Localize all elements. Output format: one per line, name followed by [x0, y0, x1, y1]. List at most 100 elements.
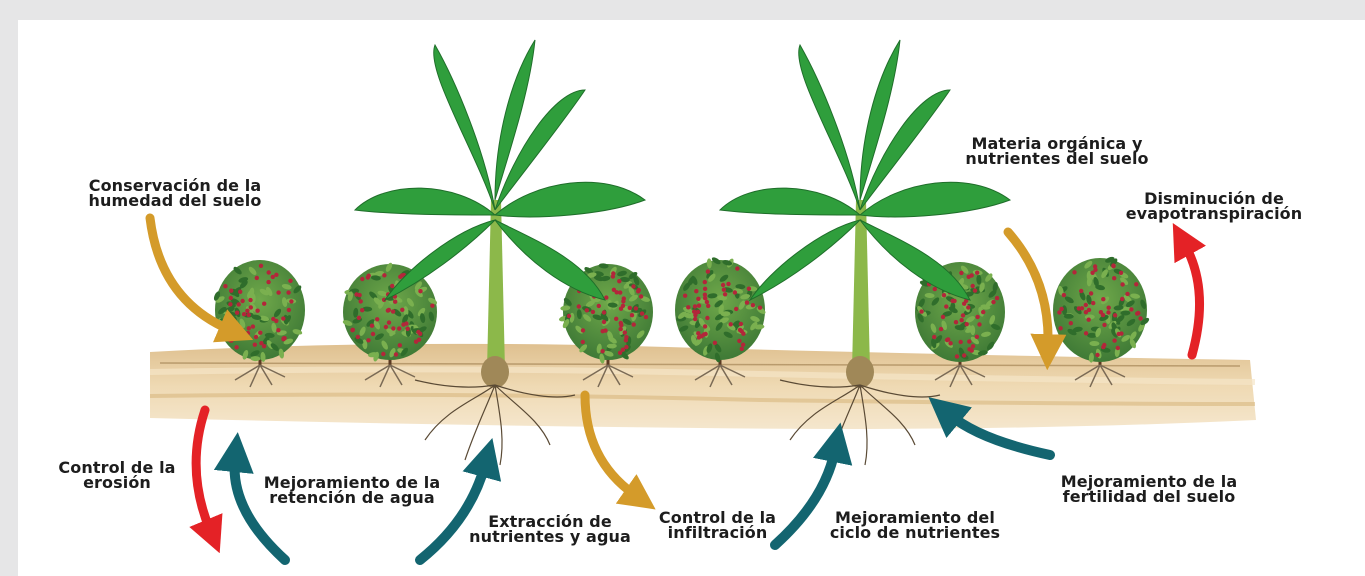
label-retencion: Mejoramiento de la retención de agua: [250, 475, 454, 506]
coffee-berry: [991, 299, 996, 305]
coffee-berry: [234, 345, 239, 350]
coffee-berry: [966, 305, 971, 310]
bush-leaf: [977, 350, 988, 356]
coffee-berry: [261, 344, 267, 349]
coffee-berry: [236, 302, 241, 307]
label-ciclo: Mejoramiento del ciclo de nutrientes: [796, 510, 1034, 542]
bush-leaf: [1058, 285, 1064, 296]
coffee-berry: [636, 289, 641, 294]
coffee-berry: [383, 324, 389, 330]
coffee-berry: [703, 296, 708, 301]
coffee-berry: [1125, 291, 1130, 297]
coffee-berry: [981, 309, 986, 315]
coffee-berry: [248, 297, 253, 303]
coffee-bush: [675, 257, 766, 388]
label-erosion-line2: erosión: [83, 473, 151, 492]
coffee-berry: [258, 263, 264, 268]
coffee-berry: [228, 295, 233, 301]
coffee-berry: [1093, 267, 1098, 272]
coffee-berry: [696, 296, 701, 301]
bush-leaf: [636, 330, 645, 339]
coffee-berry: [621, 296, 626, 301]
coffee-berry: [248, 305, 253, 310]
coffee-berry: [639, 311, 645, 316]
coffee-berry: [255, 308, 260, 313]
label-extraccion-line1: Extracción de: [488, 512, 612, 531]
bush-leaf: [607, 302, 618, 308]
bush-leaf: [981, 331, 991, 337]
coffee-berry: [229, 338, 234, 343]
coffee-berry: [959, 318, 964, 323]
coffee-berry: [964, 322, 969, 327]
coffee-berry: [1068, 321, 1073, 326]
bush-leaf: [585, 300, 595, 307]
coffee-berry: [1095, 352, 1100, 358]
coffee-berry: [1112, 338, 1117, 343]
bush-leaf: [560, 305, 571, 311]
label-ciclo-line2: ciclo de nutrientes: [829, 523, 1001, 542]
bush-leaf: [402, 314, 409, 324]
coffee-berry: [1118, 270, 1124, 275]
coffee-berry: [1079, 306, 1085, 311]
bush-leaf: [370, 275, 381, 281]
coffee-berry: [252, 342, 257, 347]
coffee-berry: [262, 301, 267, 306]
coffee-berry: [401, 322, 406, 327]
coffee-berry: [617, 350, 623, 355]
bush-leaf: [691, 275, 698, 286]
coffee-berry: [624, 344, 629, 350]
coffee-berry: [614, 290, 619, 295]
bush-leaf: [278, 348, 285, 359]
coffee-berry: [240, 298, 245, 304]
bush-leaf: [562, 319, 570, 329]
coffee-berry: [919, 309, 924, 314]
bush-leaf: [1120, 310, 1131, 316]
coffee-berry: [590, 309, 596, 315]
coffee-berry: [281, 316, 286, 321]
label-conservacion: Conservación de la humedad del suelo: [64, 178, 286, 209]
bush-leaf: [373, 297, 382, 306]
bush-leaf: [414, 281, 423, 290]
coffee-berry: [940, 314, 946, 320]
coffee-berry: [1059, 306, 1064, 312]
bush-leaf: [633, 275, 640, 286]
bush-leaf: [239, 280, 248, 289]
label-disminucion-line1: Disminución de: [1144, 189, 1284, 208]
coffee-berry: [693, 316, 698, 322]
coffee-berry: [430, 303, 435, 308]
coffee-berry: [1061, 292, 1067, 298]
bush-leaf: [706, 343, 713, 353]
coffee-berry: [245, 308, 250, 313]
bush-leaf: [1095, 327, 1102, 338]
coffee-berry: [970, 283, 975, 289]
coffee-berry: [580, 339, 585, 345]
coffee-berry: [692, 304, 698, 309]
coffee-berry: [1098, 310, 1104, 315]
bush-leaf: [620, 351, 629, 360]
label-infiltracion-line2: infiltración: [667, 523, 768, 542]
coffee-berry: [958, 339, 963, 345]
arrow-materia: [1003, 227, 1067, 371]
coffee-berry: [618, 306, 624, 311]
bush-leaf: [720, 311, 731, 317]
coffee-berry: [619, 322, 624, 328]
coffee-berry: [633, 306, 639, 311]
coffee-berry: [270, 274, 275, 280]
arrow-disminucion: [1172, 222, 1206, 360]
bush-leaf: [419, 313, 426, 324]
coffee-berry: [1112, 313, 1118, 318]
bush-leaf: [1064, 296, 1074, 304]
coffee-berry: [614, 316, 619, 321]
coffee-berry: [1112, 276, 1117, 281]
bush-leaf: [1084, 260, 1093, 269]
coffee-berry: [566, 313, 572, 319]
bush-leaf: [1130, 293, 1141, 299]
coffee-berry: [712, 340, 718, 345]
bush-leaf: [374, 271, 385, 277]
coffee-berry: [967, 339, 972, 344]
coffee-berry: [702, 279, 707, 285]
label-fertilidad-line1: Mejoramiento de la: [1060, 472, 1238, 491]
bush-leaf: [979, 282, 985, 293]
coffee-berry: [266, 270, 271, 275]
arrow-fertilidad: [928, 397, 1055, 460]
